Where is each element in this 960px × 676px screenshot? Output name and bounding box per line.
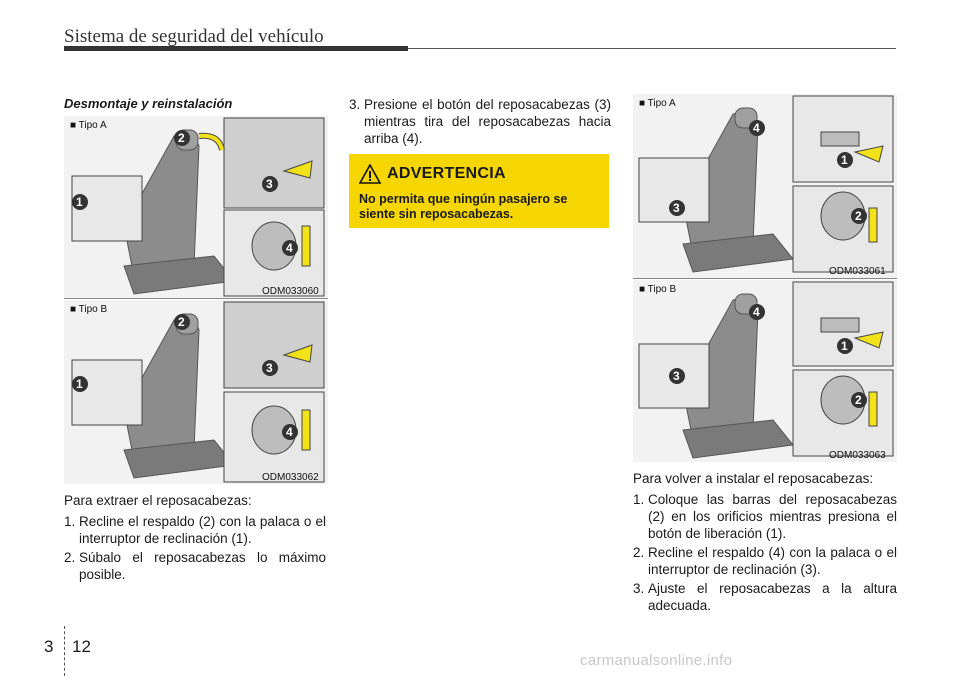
watermark: carmanualsonline.info [580, 652, 733, 669]
figure-divider [633, 278, 897, 279]
reinstall-instructions: Para volver a instalar el reposacabezas:… [633, 470, 897, 616]
warning-body: No permita que ningún pasajero se siente… [359, 192, 568, 221]
svg-text:2: 2 [855, 209, 862, 223]
figure-left-tipo-a: ■ Tipo A 1 2 3 4 ODM033060 [64, 116, 328, 298]
seat-illustration: 1 2 3 4 [71, 301, 325, 483]
figure-right-tipo-a: ■ Tipo A 1 2 3 4 ODM033061 [633, 94, 897, 278]
svg-text:3: 3 [673, 369, 680, 383]
figure-label: ■ Tipo B [639, 284, 677, 295]
figure-label: ■ Tipo A [70, 120, 107, 131]
svg-text:2: 2 [178, 315, 185, 329]
list-item: 3. Presione el botón del reposacabezas (… [349, 97, 611, 146]
warning-header: ADVERTENCIA [359, 164, 506, 184]
seat-illustration: 1 2 3 4 [71, 117, 325, 297]
page-number: 12 [72, 637, 91, 656]
warning-box: ADVERTENCIA No permita que ningún pasaje… [349, 154, 609, 228]
list-item: 1. Coloque las barras del reposacabezas … [633, 492, 897, 541]
svg-text:2: 2 [855, 393, 862, 407]
svg-text:1: 1 [841, 339, 848, 353]
svg-text:4: 4 [753, 305, 760, 319]
svg-text:3: 3 [673, 201, 680, 215]
header-rule-thin [408, 48, 896, 49]
header-rule-thick [64, 46, 408, 51]
svg-text:3: 3 [266, 361, 273, 375]
svg-text:1: 1 [76, 195, 83, 209]
svg-text:4: 4 [286, 425, 293, 439]
figure-code: ODM033063 [829, 450, 886, 461]
removal-instructions: Para extraer el reposacabezas: 1. Reclin… [64, 492, 326, 585]
reinstall-intro: Para volver a instalar el reposacabezas: [633, 471, 874, 486]
chapter-number: 3 [44, 637, 54, 656]
figure-code: ODM033062 [262, 472, 319, 483]
svg-text:4: 4 [286, 241, 293, 255]
svg-text:4: 4 [753, 121, 760, 135]
list-item: 2. Recline el respaldo (4) con la palaca… [633, 545, 897, 577]
removal-step-3: 3. Presione el botón del reposacabezas (… [349, 96, 611, 149]
figure-label: ■ Tipo B [70, 304, 108, 315]
svg-text:1: 1 [76, 377, 83, 391]
list-item: 2. Súbalo el reposacabezas lo máximo pos… [64, 550, 326, 582]
figure-divider [64, 298, 328, 299]
svg-text:2: 2 [178, 131, 185, 145]
footer-divider [64, 626, 66, 676]
removal-intro: Para extraer el reposacabezas: [64, 493, 252, 508]
seat-illustration: 1 2 3 4 [638, 95, 894, 273]
figure-right-tipo-b: ■ Tipo B 1 2 3 4 ODM033063 [633, 280, 897, 462]
warning-title: ADVERTENCIA [387, 165, 506, 182]
page-header-title: Sistema de seguridad del vehículo [64, 26, 324, 47]
figure-label: ■ Tipo A [639, 98, 676, 109]
svg-text:3: 3 [266, 177, 273, 191]
section-title: Desmontaje y reinstalación [64, 96, 233, 111]
figure-code: ODM033060 [262, 286, 319, 297]
warning-triangle-icon [359, 164, 381, 184]
figure-code: ODM033061 [829, 266, 886, 277]
svg-text:1: 1 [841, 153, 848, 167]
figure-left-tipo-b: ■ Tipo B 1 2 3 4 ODM033062 [64, 300, 328, 484]
list-item: 1. Recline el respaldo (2) con la palaca… [64, 514, 326, 546]
list-item: 3. Ajuste el reposacabezas a la altura a… [633, 581, 897, 613]
seat-illustration: 1 2 3 4 [638, 281, 894, 459]
